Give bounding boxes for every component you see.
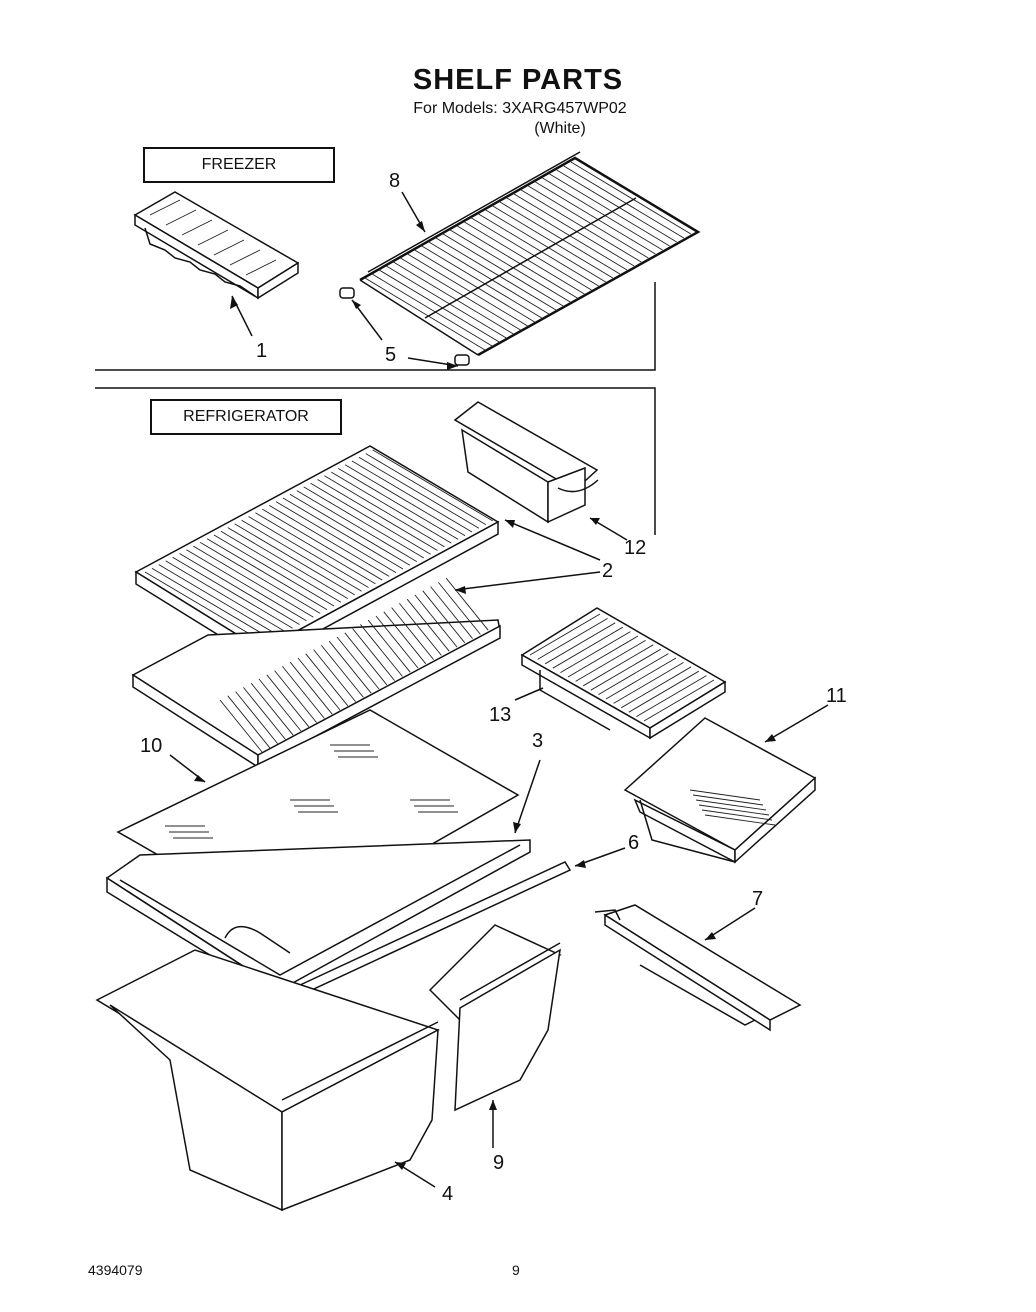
callout-5: 5 — [385, 344, 397, 366]
callout-9: 9 — [493, 1152, 505, 1174]
freezer-section-label: FREEZER — [143, 147, 335, 183]
refrigerator-section-label: REFRIGERATOR — [150, 399, 342, 435]
document-number: 4394079 — [88, 1262, 143, 1278]
section-dividers — [95, 282, 656, 535]
page-title: SHELF PARTS — [412, 64, 624, 96]
callout-3: 3 — [532, 730, 544, 752]
drawer-support — [594, 904, 802, 1032]
callout-2: 2 — [602, 560, 614, 582]
crisper-drawer-small — [428, 924, 562, 1112]
callout-6: 6 — [628, 832, 640, 854]
small-shelf — [520, 607, 727, 740]
ice-cube-tray — [133, 191, 300, 300]
refrigerator-shelf-upper — [134, 445, 500, 664]
callout-13: 13 — [489, 704, 512, 726]
freezer-wire-shelf — [359, 151, 701, 357]
model-color: (White) — [534, 120, 586, 137]
crisper-drawer-large — [95, 949, 440, 1212]
model-number: For Models: 3XARG457WP02 — [413, 100, 627, 117]
page-number: 9 — [512, 1262, 520, 1278]
callout-arrowheads — [194, 221, 776, 1170]
shelf-end-caps — [339, 287, 470, 366]
refrigerator-shelf-lower — [131, 577, 501, 769]
callout-11: 11 — [826, 685, 847, 707]
callout-1: 1 — [256, 340, 268, 362]
callout-8: 8 — [389, 170, 401, 192]
utility-bin — [453, 401, 599, 524]
callout-4: 4 — [442, 1183, 454, 1205]
callout-12: 12 — [624, 537, 647, 559]
meat-drawer — [623, 717, 817, 864]
callout-7: 7 — [752, 888, 764, 910]
callout-10: 10 — [140, 735, 163, 757]
